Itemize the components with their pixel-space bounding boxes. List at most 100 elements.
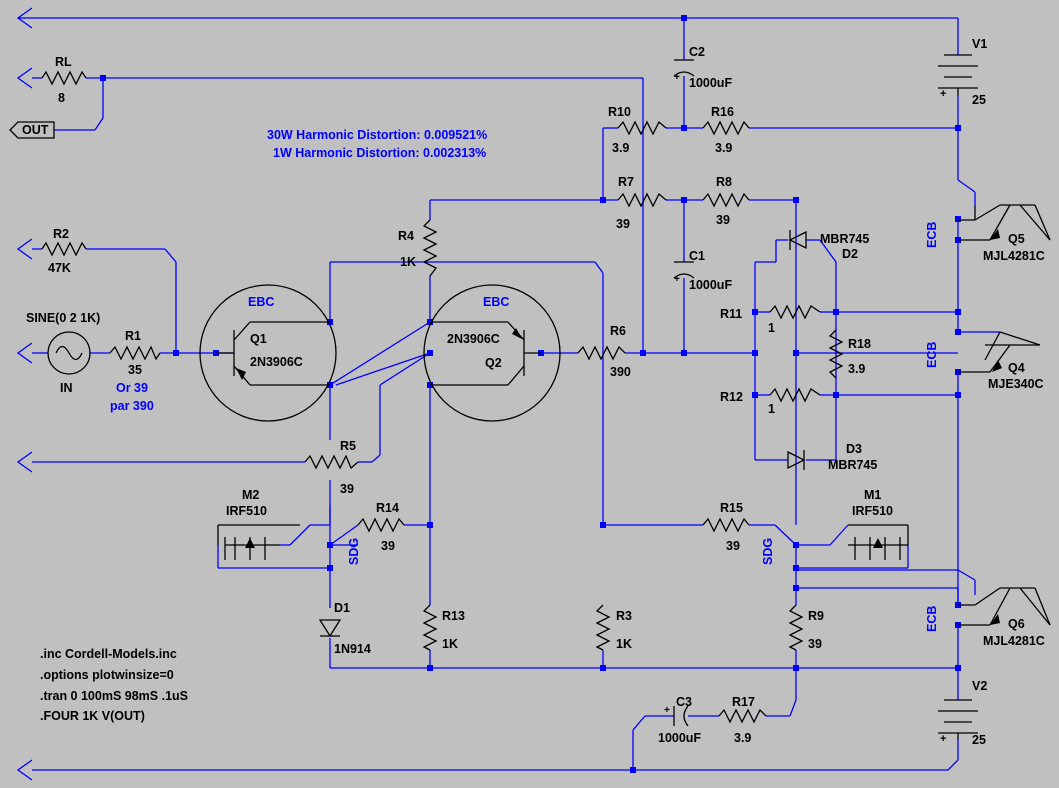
R13-value: 1K (442, 637, 458, 651)
source-label: IN (60, 381, 73, 395)
R14-value: 39 (381, 539, 395, 553)
mosfet-M2 (217, 524, 300, 560)
V1-value: 25 (972, 93, 986, 107)
R14-name: R14 (376, 501, 399, 515)
M1-pin-label: SDG (761, 538, 775, 565)
R6-value: 390 (610, 365, 631, 379)
Q2-name: Q2 (485, 356, 502, 370)
resistor-R2 (41, 241, 87, 257)
R2-value: 47K (48, 261, 71, 275)
directive-3: .tran 0 100mS 98mS .1uS (40, 689, 188, 703)
transistor-Q2 (423, 284, 561, 422)
Q5-pin-label: ECB (925, 222, 939, 248)
transistor-Q5 (958, 204, 1051, 241)
R1-note-2: par 390 (110, 399, 154, 413)
V2-name: V2 (972, 679, 987, 693)
R9-name: R9 (808, 609, 824, 623)
Q2-pin-label: EBC (483, 295, 509, 309)
R16-name: R16 (711, 105, 734, 119)
R12-name: R12 (720, 390, 743, 404)
V1-name: V1 (972, 37, 987, 51)
resistor-R10 (617, 120, 667, 136)
M1-value: IRF510 (852, 504, 893, 518)
resistor-R13 (422, 604, 438, 651)
resistor-R8 (702, 192, 750, 208)
Q5-value: MJL4281C (983, 249, 1045, 263)
R8-value: 39 (716, 213, 730, 227)
C1-value: 1000uF (689, 278, 732, 292)
R4-value: 1K (400, 255, 416, 269)
M2-value: IRF510 (226, 504, 267, 518)
resistor-R5 (304, 454, 359, 470)
battery-V1: + (938, 54, 978, 100)
transistor-Q1 (199, 284, 337, 422)
resistor-R16 (702, 120, 750, 136)
capacitor-C1: + (673, 261, 695, 285)
C3-name: C3 (676, 695, 692, 709)
R13-name: R13 (442, 609, 465, 623)
C2-value: 1000uF (689, 76, 732, 90)
distortion-30w: 30W Harmonic Distortion: 0.009521% (267, 128, 487, 142)
RL-name: RL (55, 55, 72, 69)
R5-value: 39 (340, 482, 354, 496)
R18-value: 3.9 (848, 362, 865, 376)
D2-name: D2 (842, 247, 858, 261)
svg-text:+: + (664, 705, 670, 716)
R17-value: 3.9 (734, 731, 751, 745)
resistor-R11 (769, 304, 821, 320)
resistors (41, 70, 844, 724)
R2-name: R2 (53, 227, 69, 241)
distortion-1w: 1W Harmonic Distortion: 0.002313% (273, 146, 486, 160)
out-label-flag[interactable] (9, 121, 55, 139)
resistor-R1 (109, 345, 161, 361)
Q1-value: 2N3906C (250, 355, 303, 369)
svg-text:+: + (674, 72, 680, 83)
directive-2: .options plotwinsize=0 (40, 668, 174, 682)
R18-name: R18 (848, 337, 871, 351)
Q4-pin-label: ECB (925, 342, 939, 368)
directive-1: .inc Cordell-Models.inc (40, 647, 177, 661)
resistor-R15 (702, 517, 750, 533)
diode-D1 (318, 619, 342, 638)
transistor-Q6 (958, 587, 1051, 626)
RL-value: 8 (58, 91, 65, 105)
resistor-R6 (577, 345, 626, 361)
Q6-value: MJL4281C (983, 634, 1045, 648)
diode-D3 (787, 450, 806, 470)
directive-4: .FOUR 1K V(OUT) (40, 709, 145, 723)
R15-name: R15 (720, 501, 743, 515)
R10-name: R10 (608, 105, 631, 119)
battery-V2: + (938, 699, 978, 745)
resistor-R14 (357, 517, 405, 533)
R15-value: 39 (726, 539, 740, 553)
labels: RL 8 OUT C2 1000uF V1 25 R10 3.9 R16 3.9… (22, 37, 1045, 747)
C3-value: 1000uF (658, 731, 701, 745)
R3-name: R3 (616, 609, 632, 623)
Q6-name: Q6 (1008, 617, 1025, 631)
C1-name: C1 (689, 249, 705, 263)
wires (32, 17, 1000, 771)
M1-name: M1 (864, 488, 881, 502)
diode-D2 (788, 230, 807, 250)
D2-name-value: MBR745 (820, 232, 869, 246)
capacitor-C3: + (664, 705, 689, 727)
M2-name: M2 (242, 488, 259, 502)
R8-name: R8 (716, 175, 732, 189)
resistor-R12 (769, 387, 821, 403)
resistor-RL (41, 70, 87, 86)
mosfet-M1 (848, 524, 909, 560)
Q4-value: MJE340C (988, 377, 1044, 391)
R10-value: 3.9 (612, 141, 629, 155)
resistor-R3 (595, 604, 611, 651)
Q6-pin-label: ECB (925, 606, 939, 632)
D1-name: D1 (334, 601, 350, 615)
M2-pin-label: SDG (347, 538, 361, 565)
R3-value: 1K (616, 637, 632, 651)
source-value: SINE(0 2 1K) (26, 311, 100, 325)
R17-name: R17 (732, 695, 755, 709)
junctions (100, 15, 961, 773)
resistor-R18 (828, 329, 844, 379)
D1-value: 1N914 (334, 642, 371, 656)
svg-text:+: + (940, 88, 946, 100)
